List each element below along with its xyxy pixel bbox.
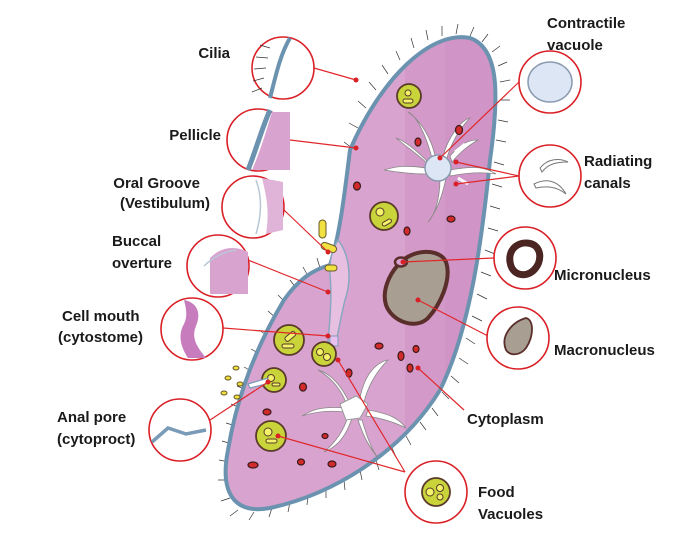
callout-buccal	[186, 234, 250, 298]
contractile-vacuole-lower	[301, 359, 407, 459]
label-cell-mouth-line2: (cytostome)	[58, 329, 144, 346]
label-oral-groove-line1: Oral Groove	[113, 175, 200, 192]
callout-contractile-vacuole	[518, 50, 582, 114]
callout-oral-groove	[221, 175, 285, 239]
label-cytoplasm: Cytoplasm	[467, 411, 544, 428]
label-cilia: Cilia	[198, 45, 230, 62]
label-anal-pore-line2: (cytoproct)	[57, 431, 136, 448]
label-food-line2: Vacuoles	[478, 506, 544, 523]
label-contractile-line2: vacuole	[547, 37, 603, 54]
leader-lines	[209, 67, 520, 473]
label-buccal-line1: Buccal	[112, 233, 162, 250]
food-vacuole-contents	[263, 89, 414, 444]
callout-radiating-canals	[518, 144, 582, 208]
label-micronucleus: Micronucleus	[554, 267, 651, 284]
red-organelles	[247, 124, 464, 469]
macronucleus	[382, 249, 450, 326]
callout-anal-pore	[148, 398, 212, 462]
label-pellicle: Pellicle	[169, 127, 221, 144]
label-contractile-line1: Contractile	[547, 15, 626, 32]
callout-cilia	[251, 36, 315, 100]
label-food-line1: Food	[478, 484, 515, 501]
callout-micronucleus	[493, 226, 557, 290]
callout-macronucleus	[486, 306, 550, 370]
label-cell-mouth-line1: Cell mouth	[62, 308, 140, 325]
label-radiating-line2: canals	[584, 175, 631, 192]
contractile-vacuole-upper	[383, 111, 497, 223]
callout-cell-mouth	[160, 297, 224, 361]
label-macronucleus: Macronucleus	[554, 342, 655, 359]
callout-pellicle	[226, 108, 290, 172]
label-buccal-line2: overture	[112, 255, 173, 272]
label-radiating-line1: Radiating	[584, 153, 653, 170]
leader-dots	[265, 77, 459, 439]
label-oral-groove-line2: (Vestibulum)	[119, 195, 210, 212]
callout-food-vacuoles	[404, 460, 468, 524]
food-particles	[220, 219, 338, 400]
label-anal-pore-line1: Anal pore	[57, 409, 127, 426]
